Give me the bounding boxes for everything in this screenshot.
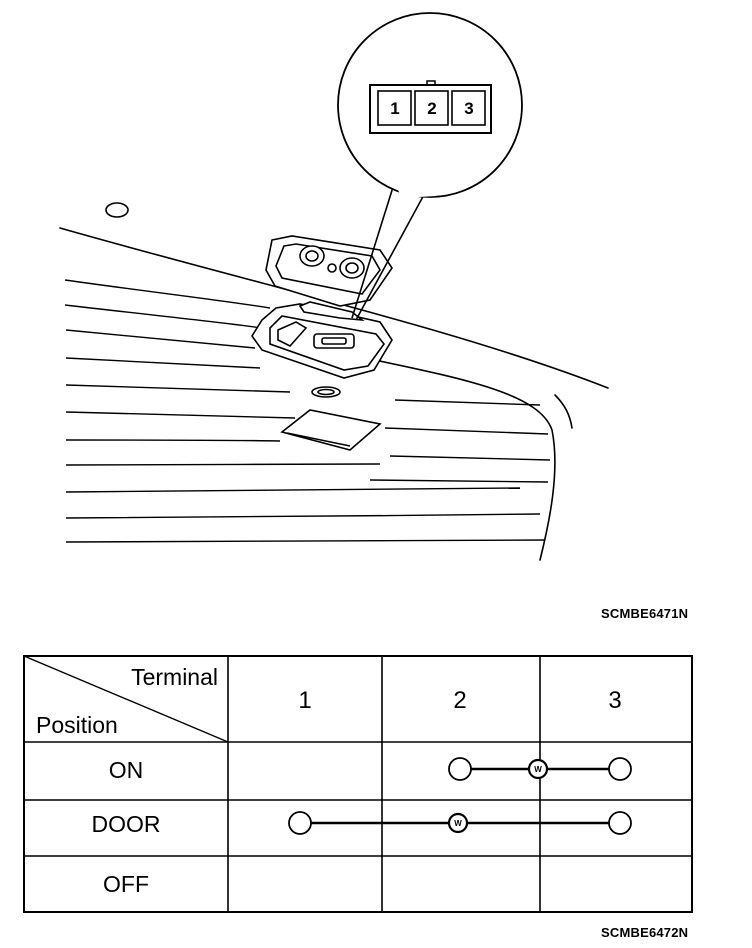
connector-pin-1: 1	[390, 99, 399, 118]
roof-contour-lines	[64, 279, 551, 543]
terminal-node-door-1	[288, 811, 312, 835]
lamp-housing	[251, 301, 393, 379]
header-position-label: Position	[36, 712, 118, 738]
roof-hole	[105, 202, 129, 218]
windshield-edge-inner	[554, 394, 573, 429]
connector-pin-3: 3	[464, 99, 473, 118]
bulb-icon-door	[447, 812, 469, 834]
connector-pin-2: 2	[427, 99, 436, 118]
windshield-edge	[374, 359, 556, 561]
terminal-node-on-2	[448, 757, 472, 781]
lamp-lens	[280, 386, 382, 451]
figure-code-illustration: SCMBE6471N	[601, 606, 689, 621]
table-border	[23, 655, 693, 913]
continuity-marks: WW	[288, 757, 632, 835]
position-label-door: DOOR	[92, 811, 161, 837]
connector: 1 2 3	[369, 80, 492, 134]
terminal-header-1: 1	[298, 687, 311, 714]
callout-leader-join	[398, 186, 440, 198]
terminal-node-door-3	[608, 811, 632, 835]
terminal-header-3: 3	[608, 687, 621, 714]
figure-code-table: SCMBE6472N	[601, 925, 689, 940]
position-label-on: ON	[109, 757, 144, 783]
room-lamp-illustration: 1 2 3	[59, 12, 609, 561]
bulb-icon-label-door: W	[454, 819, 462, 828]
position-labels: ON DOOR OFF	[92, 757, 161, 897]
header-terminal-label: Terminal	[131, 664, 218, 690]
position-label-off: OFF	[103, 871, 149, 897]
lamp-cover	[265, 235, 393, 307]
corner-diagonal	[23, 655, 229, 743]
bulb-icon-on	[527, 758, 549, 780]
headliner-edge	[59, 227, 609, 389]
terminal-node-on-3	[608, 757, 632, 781]
terminal-header-2: 2	[453, 687, 466, 714]
terminal-headers: 1 2 3	[298, 687, 621, 714]
bulb-icon-label-on: W	[534, 765, 542, 774]
